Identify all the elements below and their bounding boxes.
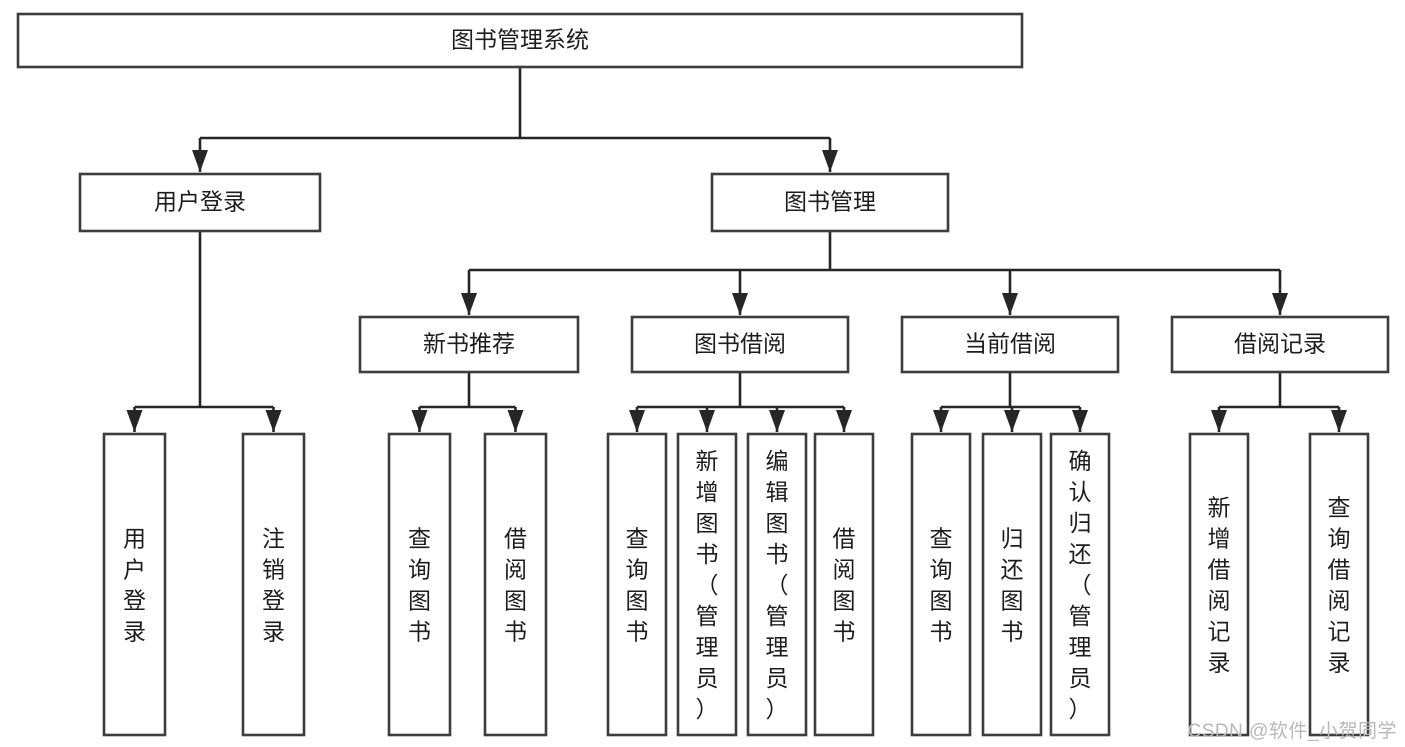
node-box — [630, 315, 850, 374]
node-leaf-8[interactable]: 查询图书 — [910, 432, 972, 737]
node-leaf-12[interactable]: 查询借阅记录 — [1308, 432, 1370, 737]
arrow-head-icon — [933, 410, 949, 432]
arrow-head-icon — [1072, 410, 1088, 432]
node-leaf-1[interactable]: 注销登录 — [241, 432, 306, 737]
arrow-head-icon — [1331, 410, 1347, 432]
arrow-head-icon — [507, 410, 524, 432]
arrow-head-icon — [1211, 410, 1227, 432]
node-root-图书管理系统[interactable]: 图书管理系统 — [16, 12, 1024, 69]
node-label: 查询借阅记录 — [1328, 495, 1351, 676]
watermark-text: CSDN @软件_小贺同学 — [1187, 721, 1397, 742]
node-box — [710, 172, 950, 233]
node-box — [483, 432, 548, 737]
node-leaf-7[interactable]: 借阅图书 — [813, 432, 875, 737]
node-box — [1308, 432, 1370, 737]
node-box — [1170, 315, 1390, 374]
nodes-layer: 图书管理系统用户登录图书管理新书推荐图书借阅当前借阅借阅记录用户登录注销登录查询… — [16, 12, 1390, 737]
node-label: 借阅图书 — [504, 526, 527, 645]
node-label: 借阅记录 — [1234, 331, 1326, 357]
node-leaf-2[interactable]: 查询图书 — [387, 432, 452, 737]
node-box — [606, 432, 668, 737]
node-label: 用户登录 — [154, 189, 246, 215]
node-label: 图书管理系统 — [451, 27, 589, 53]
arrow-head-icon — [629, 410, 645, 432]
node-label: 查询图书 — [930, 526, 953, 645]
node-label: 查询图书 — [408, 526, 431, 645]
node-box — [910, 432, 972, 737]
node-label: 编辑图书（管理员） — [766, 448, 789, 722]
node-label: 查询图书 — [626, 526, 649, 645]
arrow-head-icon — [1272, 293, 1288, 315]
node-leaf-9[interactable]: 归还图书 — [981, 432, 1043, 737]
node-label: 确认归还（管理员） — [1069, 448, 1092, 722]
node-box — [813, 432, 875, 737]
node-label: 借阅图书 — [833, 526, 856, 645]
node-box — [102, 432, 167, 737]
arrow-head-icon — [1004, 410, 1020, 432]
node-label: 图书借阅 — [694, 331, 786, 357]
arrow-head-icon — [769, 410, 785, 432]
node-leaf-10[interactable]: 确认归还（管理员） — [1049, 432, 1111, 737]
node-leaf-5[interactable]: 新增图书（管理员） — [676, 432, 738, 737]
node-box — [358, 315, 580, 374]
arrow-head-icon — [265, 410, 282, 432]
node-box — [900, 315, 1120, 374]
arrow-head-icon — [411, 410, 428, 432]
arrow-head-icon — [1002, 293, 1018, 315]
node-label: 新书推荐 — [423, 331, 515, 357]
node-label: 当前借阅 — [964, 331, 1056, 357]
node-level2-0[interactable]: 用户登录 — [78, 172, 322, 233]
node-box — [78, 172, 322, 233]
node-label: 用户登录 — [123, 526, 146, 645]
node-leaf-6[interactable]: 编辑图书（管理员） — [746, 432, 808, 737]
node-box — [241, 432, 306, 737]
node-box — [1188, 432, 1250, 737]
node-label: 注销登录 — [262, 526, 285, 645]
node-level3-0[interactable]: 新书推荐 — [358, 315, 580, 374]
node-leaf-0[interactable]: 用户登录 — [102, 432, 167, 737]
arrow-head-icon — [836, 410, 852, 432]
node-level3-1[interactable]: 图书借阅 — [630, 315, 850, 374]
node-level3-3[interactable]: 借阅记录 — [1170, 315, 1390, 374]
node-leaf-3[interactable]: 借阅图书 — [483, 432, 548, 737]
node-label: 新增借阅记录 — [1208, 495, 1231, 676]
arrow-head-icon — [699, 410, 715, 432]
node-label: 归还图书 — [1001, 526, 1024, 645]
node-label: 新增图书（管理员） — [696, 448, 719, 722]
node-leaf-4[interactable]: 查询图书 — [606, 432, 668, 737]
arrow-head-icon — [461, 293, 477, 315]
node-box — [387, 432, 452, 737]
node-leaf-11[interactable]: 新增借阅记录 — [1188, 432, 1250, 737]
node-label: 图书管理 — [784, 189, 876, 215]
node-box — [676, 432, 738, 737]
connectors-layer — [126, 67, 1347, 432]
node-box — [746, 432, 808, 737]
arrow-head-icon — [732, 293, 748, 315]
node-box — [981, 432, 1043, 737]
node-level2-1[interactable]: 图书管理 — [710, 172, 950, 233]
node-level3-2[interactable]: 当前借阅 — [900, 315, 1120, 374]
arrow-head-icon — [126, 410, 143, 432]
node-box — [1049, 432, 1111, 737]
arrow-head-icon — [192, 150, 208, 172]
arrow-head-icon — [822, 150, 838, 172]
node-box — [16, 12, 1024, 69]
